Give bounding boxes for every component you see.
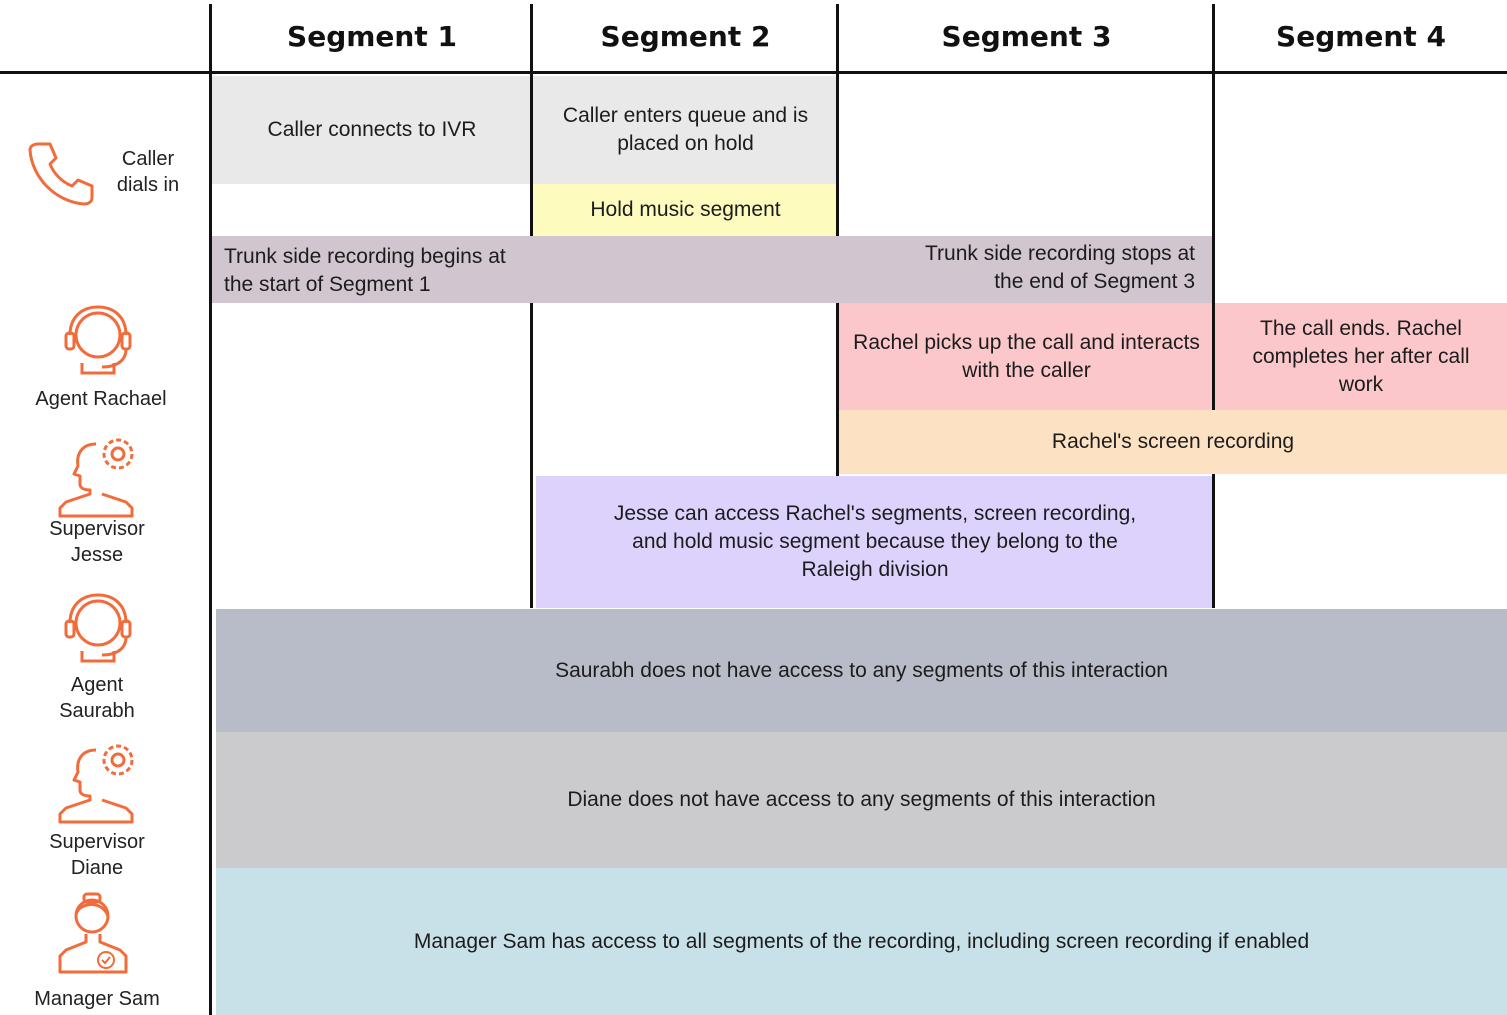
hold-music-text: Hold music segment [590, 198, 781, 221]
grid-line-segment-4-mid [1212, 303, 1215, 410]
header-divider-line [0, 71, 1507, 74]
rachel-pickup-text: Rachel picks up the call and interacts w… [853, 330, 1200, 382]
rachel-screen-block: Rachel's screen recording [839, 410, 1507, 474]
grid-line-segment-3-top [836, 4, 839, 236]
sam-access-block: Manager Sam has access to all segments o… [216, 868, 1507, 1015]
ivr-text: Caller connects to IVR [267, 118, 477, 141]
supervisor-gear-icon [58, 438, 134, 518]
saurabh-access-block: Saurabh does not have access to any segm… [216, 609, 1507, 732]
rachel-after-call-text: The call ends. Rachel completes her afte… [1252, 316, 1470, 396]
grid-line-segment-3-bottom [836, 303, 839, 476]
diane-access-block: Diane does not have access to any segmen… [216, 732, 1507, 868]
queue-text: Caller enters queue and is placed on hol… [562, 104, 809, 155]
supervisor-jesse-label: Supervisor Jesse [49, 518, 145, 566]
header-segment-4: Segment 4 [1276, 19, 1446, 53]
hold-music-block: Hold music segment [533, 184, 838, 236]
rachel-screen-text: Rachel's screen recording [1051, 430, 1295, 453]
grid-line-segment-2-top [530, 4, 533, 236]
trunk-stop-text: Trunk side recording stops at the end of… [924, 242, 1195, 293]
headset-agent-icon [64, 593, 132, 663]
jesse-access-text: Jesse can access Rachel's segments, scre… [613, 502, 1137, 581]
agent-saurabh-label: Agent Saurabh [59, 674, 135, 722]
grid-line-segment-4-bottom [1212, 474, 1215, 608]
ivr-block: Caller connects to IVR [212, 76, 532, 184]
supervisor-diane-label: Supervisor Diane [49, 831, 145, 879]
grid-line-segment-4-top [1212, 4, 1215, 303]
grid-line-left [209, 4, 212, 1015]
headset-agent-icon [64, 305, 132, 375]
header-segment-2: Segment 2 [600, 19, 771, 53]
agent-rachael-label: Agent Rachael [35, 388, 167, 410]
rachel-after-call-block: The call ends. Rachel completes her afte… [1215, 303, 1507, 410]
trunk-recording-bar [212, 236, 1214, 303]
sam-access-text: Manager Sam has access to all segments o… [413, 929, 1310, 953]
manager-icon [58, 892, 128, 974]
grid-line-segment-2-bottom [530, 303, 533, 608]
header-segment-1: Segment 1 [287, 19, 457, 53]
supervisor-gear-icon [58, 744, 134, 824]
jesse-access-block: Jesse can access Rachel's segments, scre… [536, 476, 1214, 608]
diane-access-text: Diane does not have access to any segmen… [567, 788, 1156, 811]
caller-label: Caller dials in [116, 148, 180, 196]
trunk-begin-text: Trunk side recording begins at the start… [224, 245, 506, 296]
saurabh-access-text: Saurabh does not have access to any segm… [555, 658, 1168, 682]
manager-sam-label: Manager Sam [34, 988, 160, 1010]
rachel-pickup-block: Rachel picks up the call and interacts w… [839, 303, 1214, 410]
header-segment-3: Segment 3 [941, 19, 1112, 53]
phone-icon [28, 142, 94, 206]
queue-block: Caller enters queue and is placed on hol… [533, 76, 838, 184]
